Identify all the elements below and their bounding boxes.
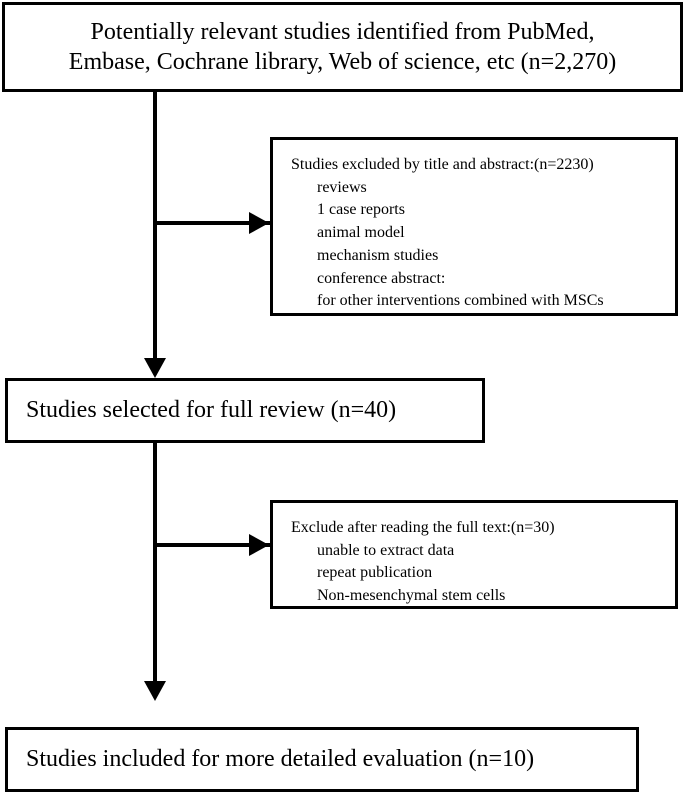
- excluded-full-text-reason: repeat publication: [317, 564, 433, 582]
- connector-identified-to-selected: [153, 91, 157, 361]
- excluded-title-abstract-reason: conference abstract:: [317, 269, 446, 287]
- node-excluded-full-text: Exclude after reading the full text:(n=3…: [270, 500, 678, 609]
- connector-branch-to-excluded-full-text: [155, 543, 271, 547]
- excluded-title-abstract-reason: reviews: [317, 178, 367, 196]
- excluded-full-text-reason: unable to extract data: [317, 541, 455, 559]
- excluded-title-abstract-heading: Studies excluded by title and abstract:(…: [291, 156, 594, 173]
- excluded-title-abstract-reason: 1 case reports: [317, 201, 405, 219]
- connector-branch-to-excluded-title-abstract: [155, 221, 271, 225]
- excluded-title-abstract-reason: animal model: [317, 224, 405, 242]
- arrowhead-down-to-included: [144, 681, 166, 701]
- node-studies-selected-full-review: Studies selected for full review (n=40): [5, 378, 485, 443]
- node-studies-included-detailed: Studies included for more detailed evalu…: [5, 727, 639, 792]
- excluded-title-abstract-reason: mechanism studies: [317, 246, 439, 264]
- excluded-title-abstract-reason: for other interventions combined with MS…: [317, 292, 604, 310]
- node-studies-identified-line2: Embase, Cochrane library, Web of science…: [68, 49, 617, 75]
- excluded-full-text-reason: Non-mesenchymal stem cells: [317, 587, 506, 605]
- node-studies-identified-line1: Potentially relevant studies identified …: [90, 18, 595, 45]
- arrowhead-right-to-excluded-full-text: [249, 534, 269, 556]
- node-excluded-title-abstract: Studies excluded by title and abstract:(…: [270, 137, 678, 316]
- node-studies-selected-full-review-text: Studies selected for full review (n=40): [26, 397, 397, 424]
- arrowhead-down-to-selected: [144, 358, 166, 378]
- node-studies-identified: Potentially relevant studies identified …: [2, 2, 683, 92]
- node-studies-included-detailed-text: Studies included for more detailed evalu…: [26, 746, 535, 773]
- excluded-full-text-heading: Exclude after reading the full text:(n=3…: [291, 519, 555, 536]
- connector-selected-to-included: [153, 442, 157, 684]
- arrowhead-right-to-excluded-title-abstract: [249, 212, 269, 234]
